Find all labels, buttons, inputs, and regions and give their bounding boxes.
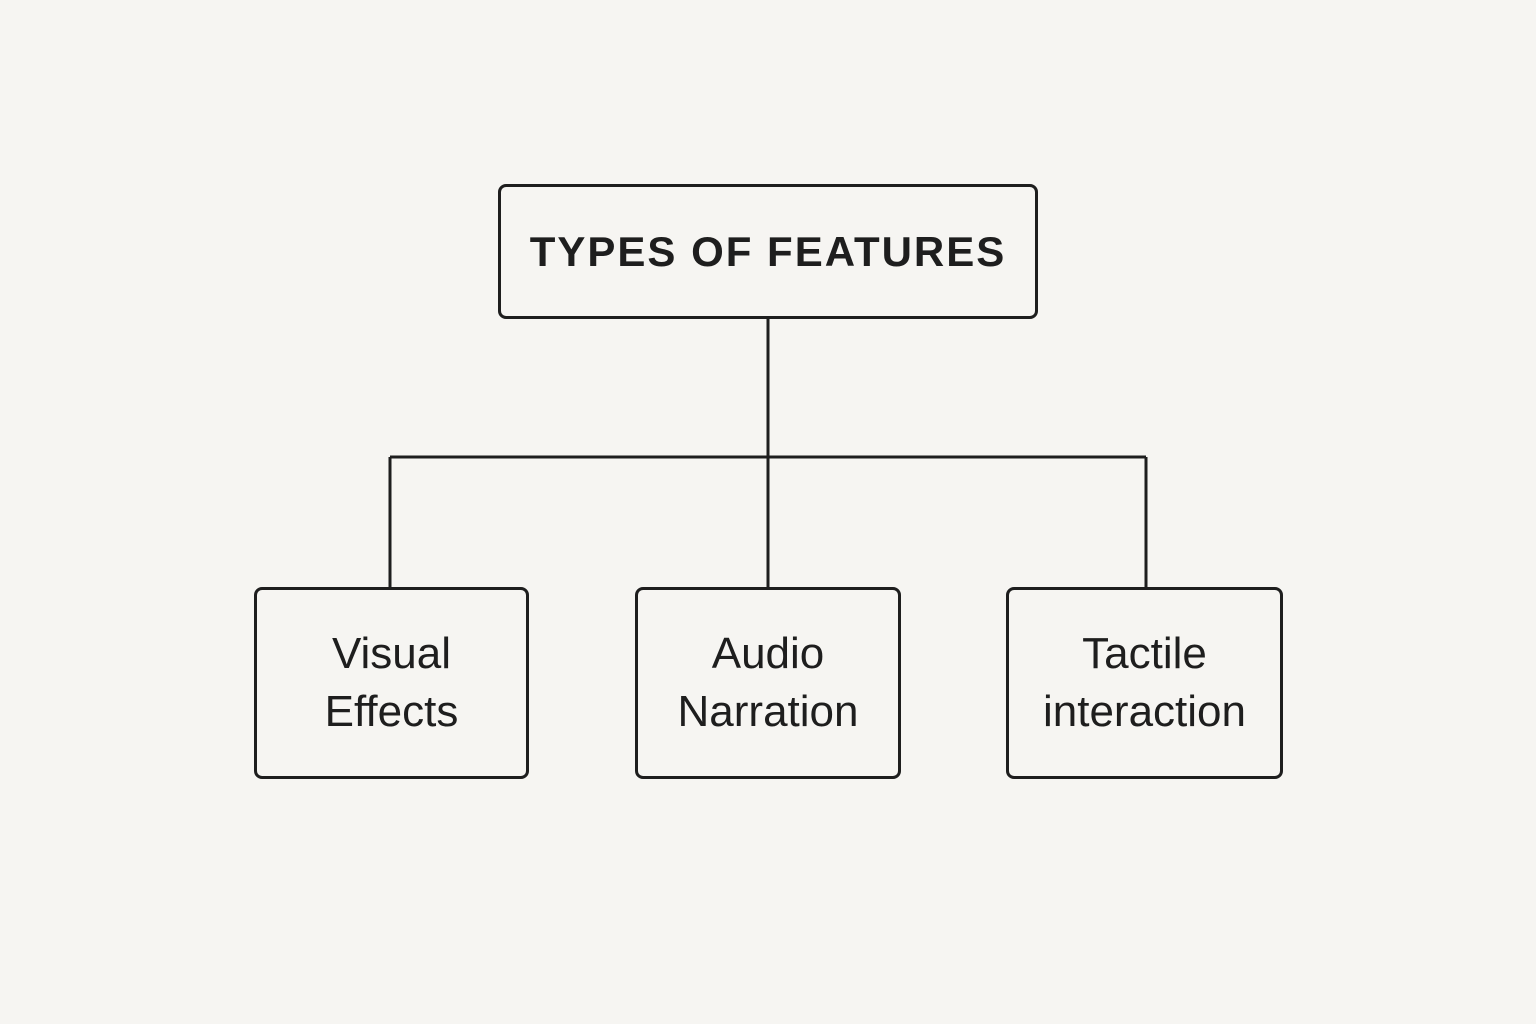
child-node-label: Tactile interaction (1042, 629, 1246, 736)
child-node-label: Visual Effects (324, 629, 459, 736)
child-node-visual-effects: Visual Effects (254, 587, 529, 779)
root-node-label: TYPES OF FEATURES (529, 227, 1007, 275)
child-node-label: Audio Narration (677, 629, 859, 736)
root-node: TYPES OF FEATURES (498, 184, 1038, 319)
child-node-audio-narration: Audio Narration (635, 587, 901, 779)
child-node-tactile-interaction: Tactile interaction (1006, 587, 1283, 779)
